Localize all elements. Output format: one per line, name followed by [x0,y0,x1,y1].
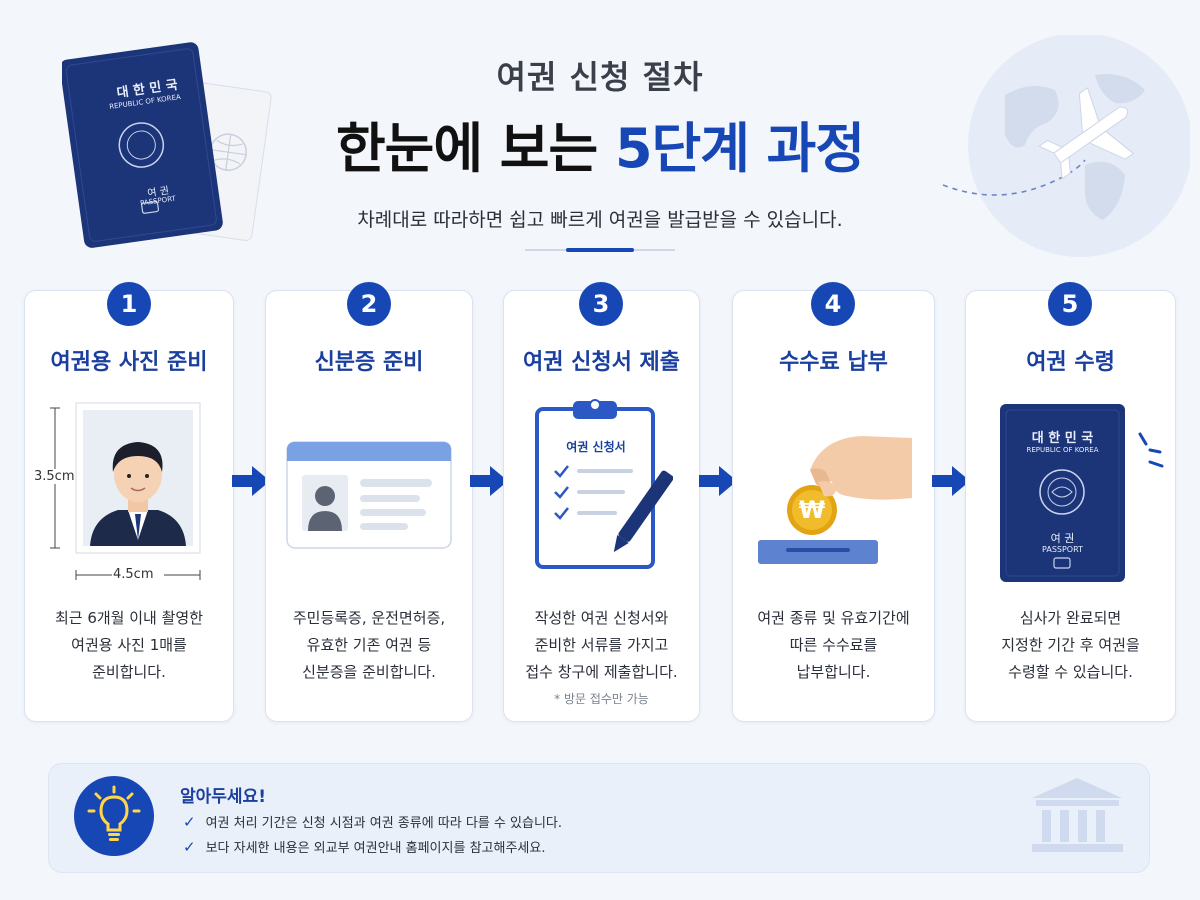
passport-country-en: REPUBLIC OF KOREA [1026,446,1099,454]
info-title: 알아두세요! [180,787,266,807]
coin-symbol: ₩ [798,496,826,524]
step-desc-1-line-3: 준비합니다. [92,663,166,681]
step-desc-3-line-1: 작성한 여권 신청서와 [534,609,669,627]
clipboard-form-icon [533,395,674,574]
title-main-text: 한눈에 보는 [335,117,615,180]
lightbulb-icon [73,775,155,861]
id-card-icon [286,441,452,555]
step-desc-3-line-3: 접수 창구에 제출합니다. [525,663,678,681]
check-icon: ✓ [183,812,196,831]
arrow-right-icon [930,464,972,502]
step-desc-2-line-1: 주민등록증, 운전면허증, [292,609,446,627]
arrow-right-icon [230,464,272,502]
step-desc-5: 심사가 완료되면 지정한 기간 후 여권을 수령할 수 있습니다. [965,605,1176,686]
title-highlight-text: 5단계 과정 [614,117,865,180]
step-title-5: 여권 수령 [1026,350,1115,375]
step-desc-5-line-2: 지정한 기간 후 여권을 [1001,636,1140,654]
step-desc-5-line-3: 수령할 수 있습니다. [1008,663,1133,681]
passport-country-ko: 대 한 민 국 [1031,431,1094,446]
check-icon: ✓ [183,837,196,856]
arrow-right-icon [468,464,510,502]
info-item-1-text: 여권 처리 기간은 신청 시점과 여권 종류에 따라 다를 수 있습니다. [205,816,562,831]
step-desc-4-line-3: 납부합니다. [796,663,871,681]
step-desc-4: 여권 종류 및 유효기간에 따른 수수료를 납부합니다. [732,605,935,686]
passport-icon [1000,404,1170,588]
step-desc-1-line-1: 최근 6개월 이내 촬영한 [54,609,204,627]
title-divider-accent [566,248,634,252]
id-photo-icon [40,400,220,585]
info-item-2: ✓ 보다 자세한 내용은 외교부 여권안내 홈페이지를 참고해주세요. [183,837,546,857]
step-desc-1: 최근 6개월 이내 촬영한 여권용 사진 1매를 준비합니다. [24,605,234,686]
step-desc-3: 작성한 여권 신청서와 준비한 서류를 가지고 접수 창구에 제출합니다. [503,605,700,686]
passport-label-ko: 여 권 [1050,532,1075,545]
passport-label-en: PASSPORT [1042,545,1083,554]
step-desc-5-line-1: 심사가 완료되면 [1019,609,1122,627]
step-title-3: 여권 신청서 제출 [523,350,680,375]
globe-airplane-illustration [935,33,1192,265]
payment-hand-coin-icon [752,430,914,569]
step-desc-2-line-2: 유효한 기존 여권 등 [306,636,432,654]
passport-illustration: 대 한 민 국 REPUBLIC OF KOREA 여 권 PASSPORT [59,40,272,250]
step-note-3: * 방문 접수만 가능 [554,692,649,706]
step-desc-4-line-2: 따른 수수료를 [789,636,878,654]
arrow-right-icon [697,464,739,502]
step-number-2: 2 [347,282,391,326]
step-title-1: 여권용 사진 준비 [50,350,208,375]
info-box [48,763,1150,873]
step-number-4: 4 [811,282,855,326]
government-building-icon [1030,776,1125,860]
info-item-1: ✓ 여권 처리 기간은 신청 시점과 여권 종류에 따라 다를 수 있습니다. [183,812,562,832]
step-title-2: 신분증 준비 [314,350,424,375]
page-description: 차례대로 따라하면 쉽고 빠르게 여권을 발급받을 수 있습니다. [357,209,843,231]
step-title-4: 수수료 납부 [779,350,888,375]
step-desc-1-line-2: 여권용 사진 1매를 [71,636,187,654]
eyebrow-title: 여권 신청 절차 [496,58,704,96]
step-number-1: 1 [107,282,151,326]
photo-height-label: 3.5cm [34,469,75,484]
form-label: 여권 신청서 [566,440,626,454]
info-item-2-text: 보다 자세한 내용은 외교부 여권안내 홈페이지를 참고해주세요. [205,841,546,856]
step-number-3: 3 [579,282,623,326]
step-desc-4-line-1: 여권 종류 및 유효기간에 [757,609,910,627]
photo-width-label: 4.5cm [113,567,154,582]
page-title: 한눈에 보는 5단계 과정 [0,104,1200,183]
step-desc-2: 주민등록증, 운전면허증, 유효한 기존 여권 등 신분증을 준비합니다. [265,605,473,686]
step-desc-3-line-2: 준비한 서류를 가지고 [534,636,669,654]
step-desc-2-line-3: 신분증을 준비합니다. [302,663,436,681]
step-number-5: 5 [1048,282,1092,326]
